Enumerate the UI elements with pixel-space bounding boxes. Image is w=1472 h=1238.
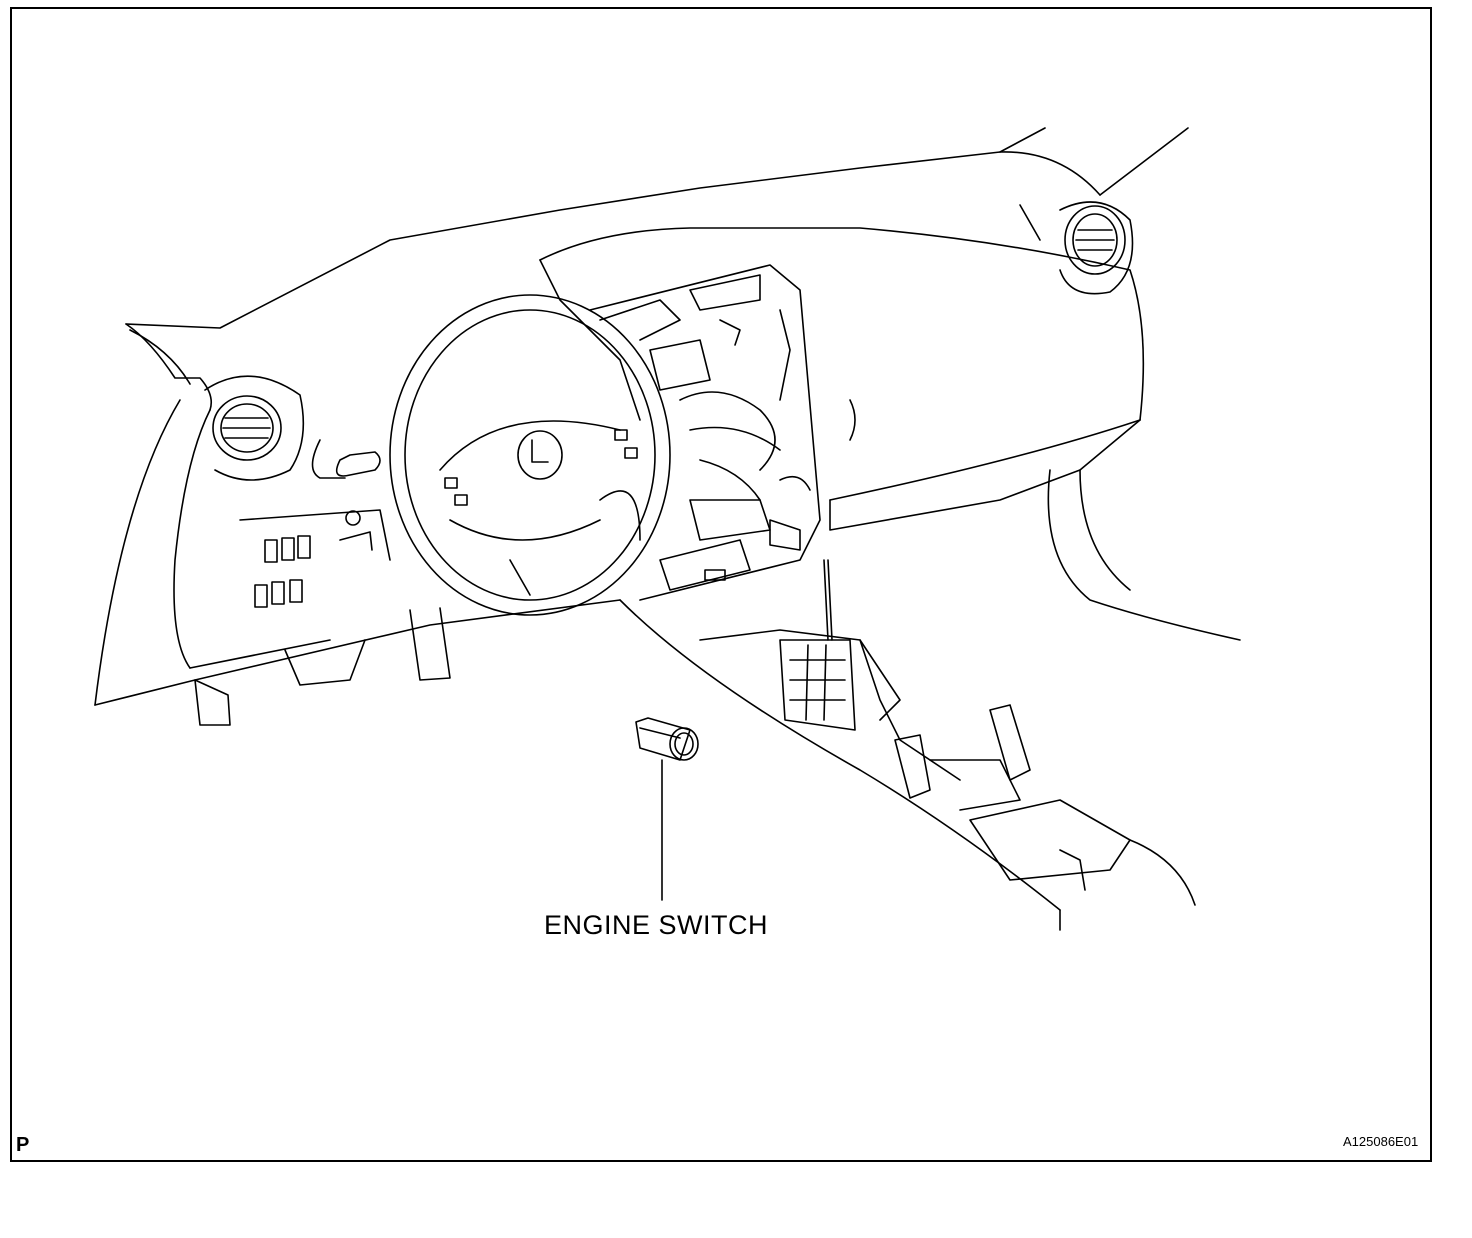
figure-frame bbox=[10, 7, 1432, 1162]
left-air-vent bbox=[204, 375, 305, 481]
center-stack-wiring bbox=[589, 264, 821, 601]
right-air-vent bbox=[1059, 201, 1134, 295]
lower-dash-panel bbox=[194, 509, 451, 726]
steering-wheel bbox=[311, 294, 671, 616]
engine-switch-part bbox=[635, 717, 699, 761]
center-console bbox=[619, 559, 1196, 931]
dashboard-outline bbox=[94, 127, 1241, 706]
figure-id: A125086E01 bbox=[1343, 1134, 1419, 1149]
view-code: P bbox=[16, 1134, 30, 1156]
engine-switch-label: ENGINE SWITCH bbox=[544, 910, 769, 940]
